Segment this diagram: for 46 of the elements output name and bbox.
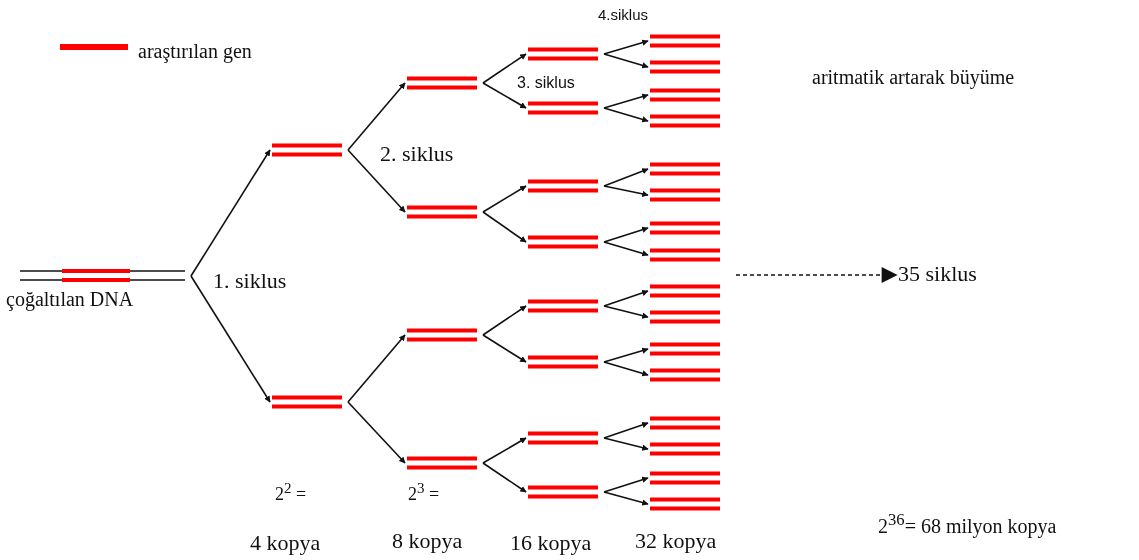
arrow xyxy=(603,347,649,363)
arrow xyxy=(603,305,649,319)
arrow xyxy=(347,401,406,464)
arrow xyxy=(603,437,649,451)
stage-label: 35 siklus xyxy=(898,261,977,287)
copy-count: 8 kopya xyxy=(392,528,463,554)
power-formula: 2$^{36}$= 68 milyon kopya xyxy=(878,510,1057,538)
arrow xyxy=(603,241,649,257)
arrow xyxy=(603,289,649,307)
arrow xyxy=(482,462,527,493)
strand-caption: çoğaltılan DNA xyxy=(6,288,134,311)
power-formula: 2$^{3}$ = xyxy=(408,480,440,505)
cycle-label: 1. siklus xyxy=(213,268,287,294)
arrow xyxy=(347,334,406,403)
arrow xyxy=(482,185,527,213)
arrow xyxy=(603,53,649,69)
copy-count: 16 kopya xyxy=(510,530,592,556)
arrow xyxy=(603,491,649,506)
arrow xyxy=(603,361,649,377)
arrow xyxy=(603,185,649,197)
arrow xyxy=(347,82,406,151)
legend-label: araştırılan gen xyxy=(138,40,252,63)
arrow xyxy=(603,226,649,243)
cycle-label: 4.siklus xyxy=(598,6,649,23)
cycle-label: 3. siklus xyxy=(517,74,575,92)
arrow xyxy=(603,168,649,187)
cycle-label: 2. siklus xyxy=(380,141,454,167)
copy-count: 4 kopya xyxy=(250,530,321,556)
arrow xyxy=(482,305,527,336)
arrow xyxy=(482,53,527,84)
arrow xyxy=(603,39,649,55)
copy-count: 32 kopya xyxy=(635,528,717,554)
arrow xyxy=(190,275,271,403)
arrow xyxy=(603,476,649,493)
arrow xyxy=(482,211,527,243)
arrow xyxy=(603,93,649,109)
arrow xyxy=(603,421,649,439)
arrow xyxy=(735,267,898,283)
power-formula: 2$^{2}$ = xyxy=(275,480,307,505)
arrow xyxy=(482,334,527,363)
arrow xyxy=(347,149,406,213)
arrow xyxy=(482,437,527,464)
arrow xyxy=(190,149,271,277)
arrow xyxy=(603,107,649,123)
growth-note: aritmatik artarak büyüme xyxy=(812,66,1015,89)
arrow xyxy=(482,82,527,109)
